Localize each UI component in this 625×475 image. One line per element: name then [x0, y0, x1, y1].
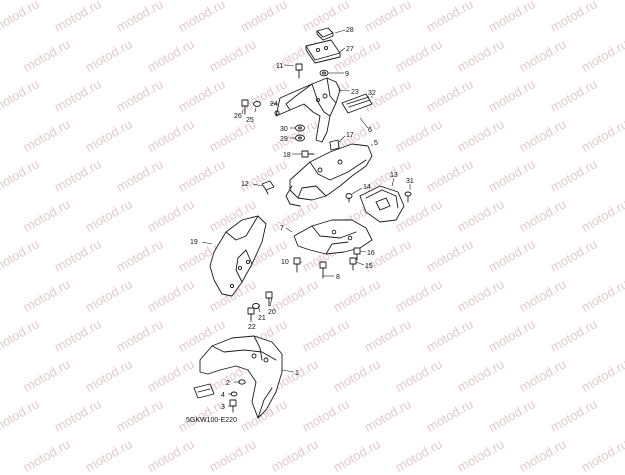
- callout-32: 32: [368, 90, 376, 97]
- part-13-side-cover: [359, 185, 405, 223]
- callout-15: 15: [365, 263, 373, 270]
- part-31-bolt: [404, 191, 412, 203]
- callout-4: 4: [221, 392, 225, 399]
- callout-8: 8: [336, 274, 340, 281]
- part-1-front-fender: [199, 335, 283, 419]
- part-11-bolt: [295, 63, 303, 79]
- callout-23: 23: [351, 89, 359, 96]
- part-22-screw: [247, 307, 255, 321]
- callout-17: 17: [346, 132, 354, 139]
- part-27-plate: [305, 39, 341, 64]
- part-21-collar: [252, 303, 260, 309]
- callout-14: 14: [363, 184, 371, 191]
- callout-19: 19: [190, 239, 198, 246]
- callout-10: 10: [281, 259, 289, 266]
- part-bracket-small: [193, 383, 215, 399]
- leader-lines: [201, 29, 411, 407]
- callout-21: 21: [258, 315, 266, 322]
- part-29-grommet: [295, 134, 305, 142]
- callout-29: 29: [280, 136, 288, 143]
- callout-13: 13: [390, 172, 398, 179]
- part-15-screw: [349, 257, 357, 271]
- part-16-screw: [353, 247, 361, 261]
- callout-5: 5: [374, 140, 378, 147]
- diagram-code: 5GKW100-E220: [186, 417, 237, 424]
- callout-9: 9: [345, 71, 349, 78]
- part-7-inner-guard: [293, 219, 373, 255]
- part-18-screw: [301, 150, 315, 158]
- callout-3: 3: [221, 404, 225, 411]
- part-25-washer: [253, 101, 261, 107]
- part-32-strip: [341, 93, 373, 114]
- part-20-bolt: [265, 291, 273, 307]
- part-30-collar: [295, 124, 305, 132]
- part-8-bolt: [319, 261, 327, 279]
- part-9-grommet: [319, 69, 329, 77]
- callout-2: 2: [226, 380, 230, 387]
- part-14-clip: [345, 193, 353, 203]
- callout-11: 11: [276, 63, 283, 70]
- callout-25: 25: [246, 117, 254, 124]
- callout-6: 6: [368, 127, 372, 134]
- callout-20: 20: [268, 309, 276, 316]
- callout-30: 30: [280, 126, 288, 133]
- callout-31: 31: [406, 178, 414, 185]
- callout-28: 28: [346, 27, 354, 34]
- part-26-bolt: [241, 99, 249, 115]
- part-23-stay-frame: [274, 77, 341, 143]
- part-19-mudguard-inner: [209, 215, 267, 297]
- callout-22: 22: [248, 324, 256, 331]
- part-10-bolt: [293, 257, 301, 273]
- callout-12: 12: [241, 181, 249, 188]
- part-28-cap: [316, 27, 334, 41]
- callout-27: 27: [346, 46, 354, 53]
- part-17-clip: [329, 139, 340, 151]
- part-3-screw: [229, 399, 237, 413]
- callout-16: 16: [367, 250, 375, 257]
- callout-26: 26: [234, 113, 242, 120]
- callout-24: 24: [270, 101, 278, 108]
- callout-1: 1: [295, 370, 299, 377]
- callout-labels: 28 27 9 11 23 32 24 25 26 6 30 29 17 18 …: [186, 27, 414, 424]
- callout-7: 7: [280, 225, 284, 232]
- part-5-tail-cover: [285, 143, 373, 207]
- part-12-grommet: [261, 180, 275, 195]
- callout-18: 18: [283, 152, 291, 159]
